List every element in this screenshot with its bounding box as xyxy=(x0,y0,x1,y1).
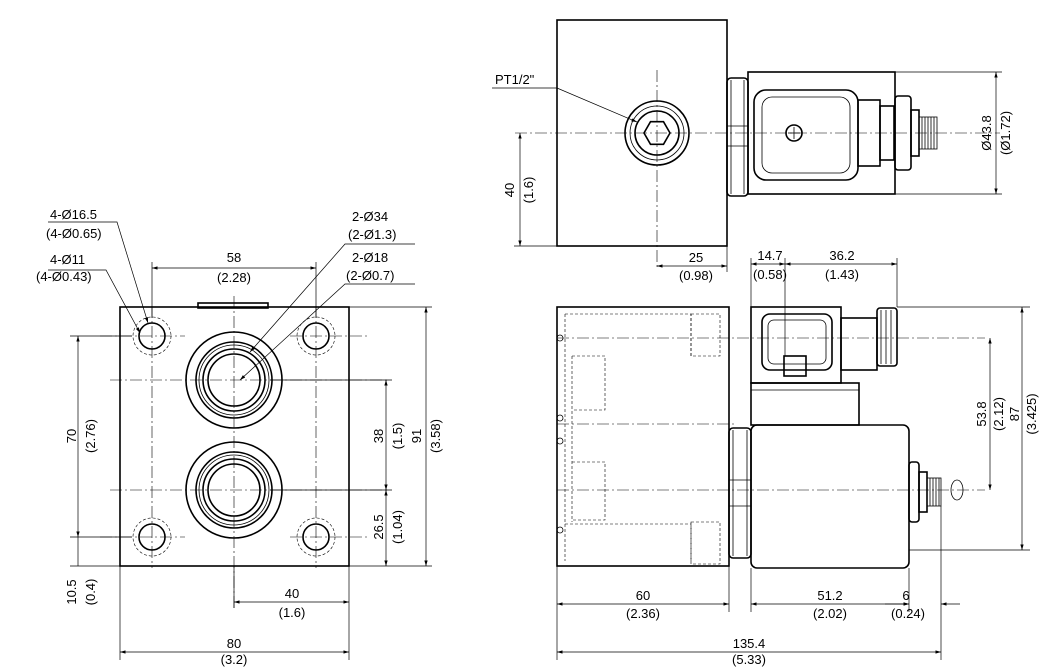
label-91: 91 xyxy=(409,429,424,443)
label-38: 38 xyxy=(371,429,386,443)
label-135-4: 135.4 xyxy=(733,636,766,651)
label-14-7: 14.7 xyxy=(757,248,782,263)
label-2-d34: 2-Ø34 xyxy=(352,209,388,224)
label-80-in: (3.2) xyxy=(221,652,248,667)
label-4-d16: 4-Ø16.5 xyxy=(50,207,97,222)
label-91-in: (3.58) xyxy=(428,419,443,453)
label-10-5-in: (0.4) xyxy=(83,579,98,606)
label-2-d18: 2-Ø18 xyxy=(352,250,388,265)
label-26-5: 26.5 xyxy=(371,514,386,539)
label-2-d18-in: (2-Ø0.7) xyxy=(346,268,394,283)
label-36-2-in: (1.43) xyxy=(825,267,859,282)
label-26-5-in: (1.04) xyxy=(390,510,405,544)
top-view: PT1/2" 40 (1.6) 25 (0.98) Ø43.8 (Ø1.72) xyxy=(492,19,1013,283)
label-87-in: (3.425) xyxy=(1024,393,1039,434)
mounting-holes xyxy=(132,316,336,557)
label-53-8-in: (2.12) xyxy=(991,397,1006,431)
label-80: 80 xyxy=(227,636,241,651)
label-135-4-in: (5.33) xyxy=(732,652,766,667)
label-60: 60 xyxy=(636,588,650,603)
label-top-25-in: (0.98) xyxy=(679,268,713,283)
side-body xyxy=(556,306,730,567)
side-view: 14.7 (0.58) 36.2 (1.43) 53.8 (2.12) 87 (… xyxy=(556,248,1039,667)
label-58-in: (2.28) xyxy=(217,270,251,285)
label-51-2-in: (2.02) xyxy=(813,606,847,621)
front-body xyxy=(119,306,350,567)
label-58: 58 xyxy=(227,250,241,265)
label-53-8: 53.8 xyxy=(974,401,989,426)
label-pt-port: PT1/2" xyxy=(495,72,535,87)
label-2-d34-in: (2-Ø1.3) xyxy=(348,227,396,242)
label-10-5: 10.5 xyxy=(64,579,79,604)
label-d43: Ø43.8 xyxy=(979,115,994,150)
label-38-in: (1.5) xyxy=(390,423,405,450)
label-4-d11-in: (4-Ø0.43) xyxy=(36,269,92,284)
label-87: 87 xyxy=(1007,407,1022,421)
pt-port xyxy=(624,100,690,166)
label-70: 70 xyxy=(64,429,79,443)
label-36-2: 36.2 xyxy=(829,248,854,263)
label-top-40-in: (1.6) xyxy=(521,177,536,204)
label-top-40: 40 xyxy=(502,183,517,197)
label-4-d16-in: (4-Ø0.65) xyxy=(46,226,102,241)
label-14-7-in: (0.58) xyxy=(753,267,787,282)
front-view: 4-Ø16.5 (4-Ø0.65) 4-Ø11 (4-Ø0.43) 2-Ø34 … xyxy=(36,207,443,667)
front-top-tab xyxy=(197,302,269,309)
label-40-bottom-in: (1.6) xyxy=(279,605,306,620)
label-6: 6 xyxy=(902,588,909,603)
label-51-2: 51.2 xyxy=(817,588,842,603)
label-40-bottom: 40 xyxy=(285,586,299,601)
label-60-in: (2.36) xyxy=(626,606,660,621)
label-top-25: 25 xyxy=(689,250,703,265)
label-70-in: (2.76) xyxy=(83,419,98,453)
label-d43-in: (Ø1.72) xyxy=(998,111,1013,155)
label-6-in: (0.24) xyxy=(891,606,925,621)
label-4-d11: 4-Ø11 xyxy=(50,252,85,267)
